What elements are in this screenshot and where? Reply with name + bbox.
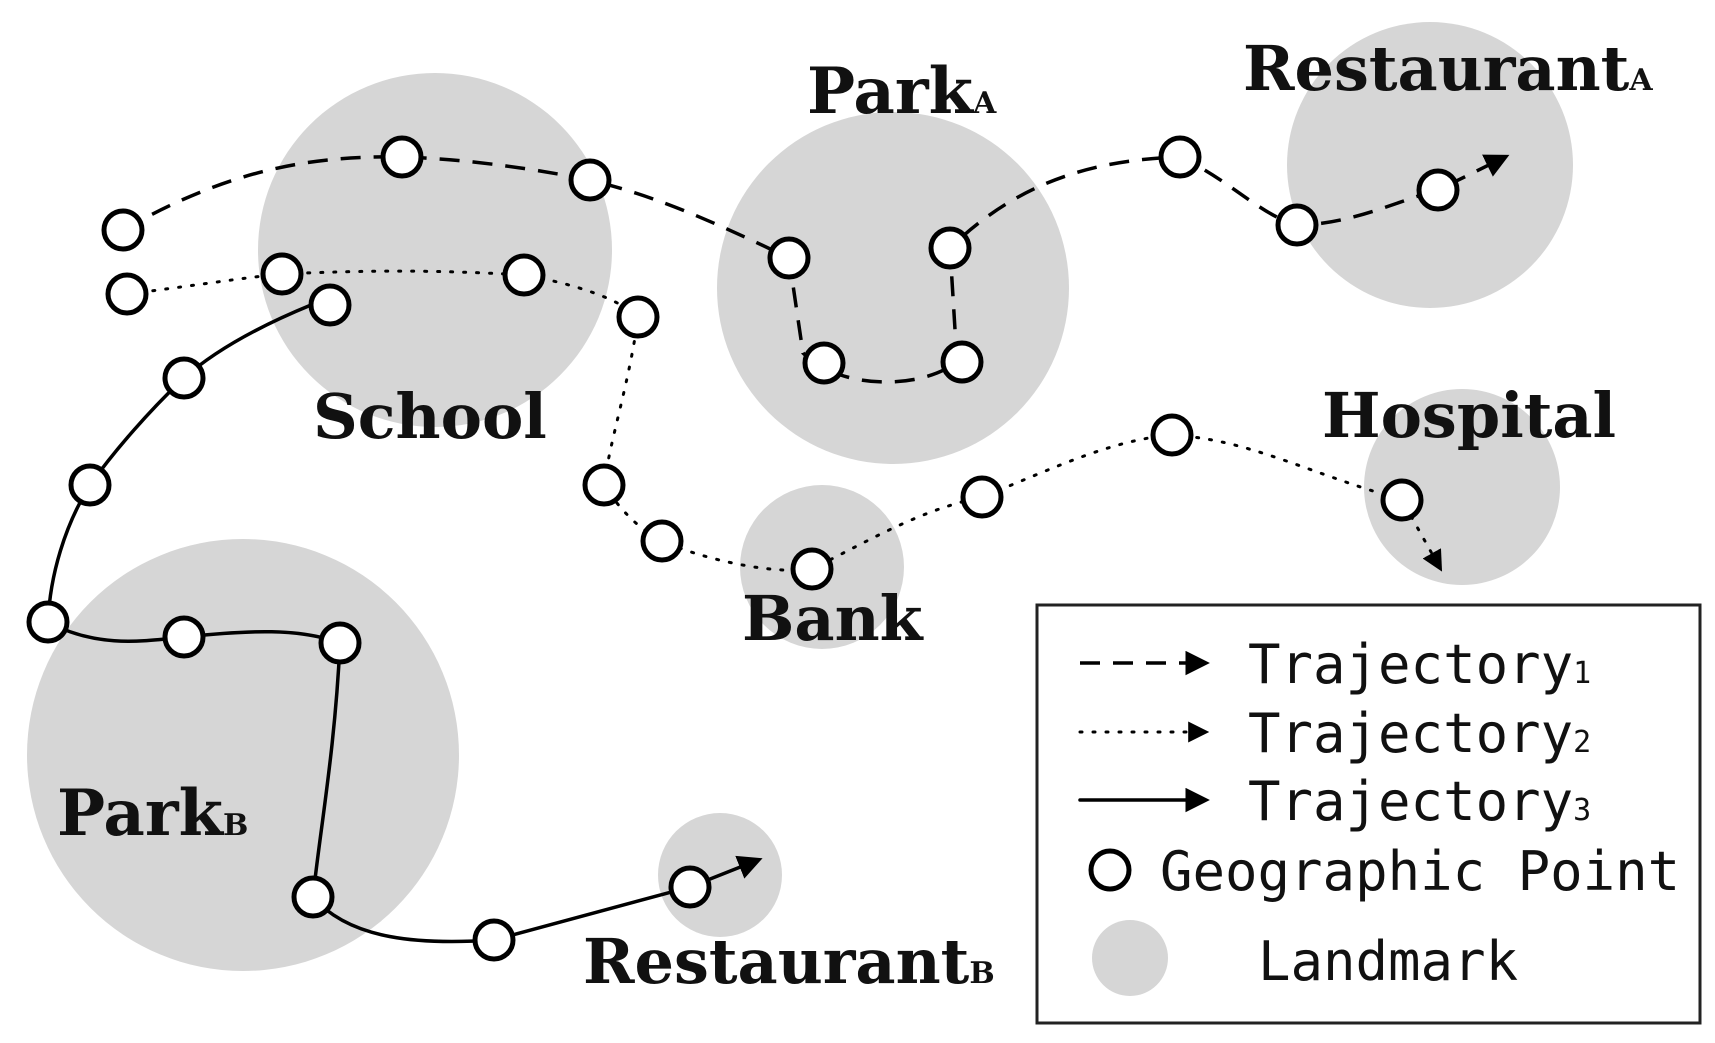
- geographic-point: [1158, 135, 1202, 179]
- landmark-labels: School ParkA RestaurantA Hospital Bank P…: [57, 32, 1653, 998]
- legend-geographic-point-icon: [1088, 848, 1132, 892]
- geographic-point: [162, 615, 206, 659]
- legend-landmark-label: Landmark: [1258, 930, 1518, 993]
- geographic-point: [502, 253, 546, 297]
- legend-geographic-point-label: Geographic Point: [1160, 840, 1680, 903]
- label-restaurant-a: RestaurantA: [1243, 32, 1653, 105]
- landmark-school: [258, 73, 612, 427]
- geographic-point: [1275, 203, 1319, 247]
- geographic-point: [640, 519, 684, 563]
- geographic-point: [26, 600, 70, 644]
- label-park-b: ParkB: [57, 776, 248, 851]
- geographic-point: [260, 252, 304, 296]
- landmark-restaurant-a: [1287, 22, 1573, 308]
- label-hospital: Hospital: [1322, 379, 1616, 452]
- trajectory-3-points: [26, 283, 712, 962]
- geographic-point: [582, 463, 626, 507]
- geographic-point: [1380, 478, 1424, 522]
- landmark-park-a: [717, 112, 1069, 464]
- legend-trajectory-1-label: Trajectory1: [1248, 633, 1591, 696]
- legend-trajectory-2-label: Trajectory2: [1248, 702, 1591, 765]
- geographic-point: [767, 236, 811, 280]
- trajectory-2-path: [125, 269, 1443, 572]
- label-school: School: [313, 380, 547, 453]
- geographic-point: [68, 463, 112, 507]
- geographic-point: [162, 356, 206, 400]
- trajectory-1-points: [101, 135, 1460, 385]
- geographic-point: [318, 621, 362, 665]
- trajectory-1-path: [122, 154, 1510, 384]
- geographic-point: [1416, 168, 1460, 212]
- geographic-point: [616, 295, 660, 339]
- geographic-point: [105, 272, 149, 316]
- geographic-point: [790, 547, 834, 591]
- geographic-point: [101, 208, 145, 252]
- geographic-point: [291, 875, 335, 919]
- geographic-point: [1150, 413, 1194, 457]
- geographic-point: [568, 158, 612, 202]
- geographic-point: [928, 226, 972, 270]
- geographic-point: [472, 918, 516, 962]
- label-restaurant-b: RestaurantB: [583, 925, 995, 998]
- legend-landmark-icon: [1092, 920, 1168, 996]
- geographic-point: [940, 340, 984, 384]
- label-park-a: ParkA: [807, 54, 997, 129]
- geographic-point: [802, 341, 846, 385]
- landmark-hospital: [1364, 389, 1560, 585]
- label-bank: Bank: [742, 582, 925, 655]
- geographic-point: [308, 283, 352, 327]
- geographic-point: [380, 135, 424, 179]
- landmark-park-b: [27, 539, 459, 971]
- legend-trajectory-3-label: Trajectory3: [1248, 770, 1591, 833]
- trajectory-2-points: [105, 252, 1424, 591]
- geographic-point: [668, 865, 712, 909]
- legend: Trajectory1 Trajectory2 Trajectory3 Geog…: [1035, 603, 1702, 1025]
- trajectory-3-path: [46, 303, 763, 944]
- geographic-point: [960, 475, 1004, 519]
